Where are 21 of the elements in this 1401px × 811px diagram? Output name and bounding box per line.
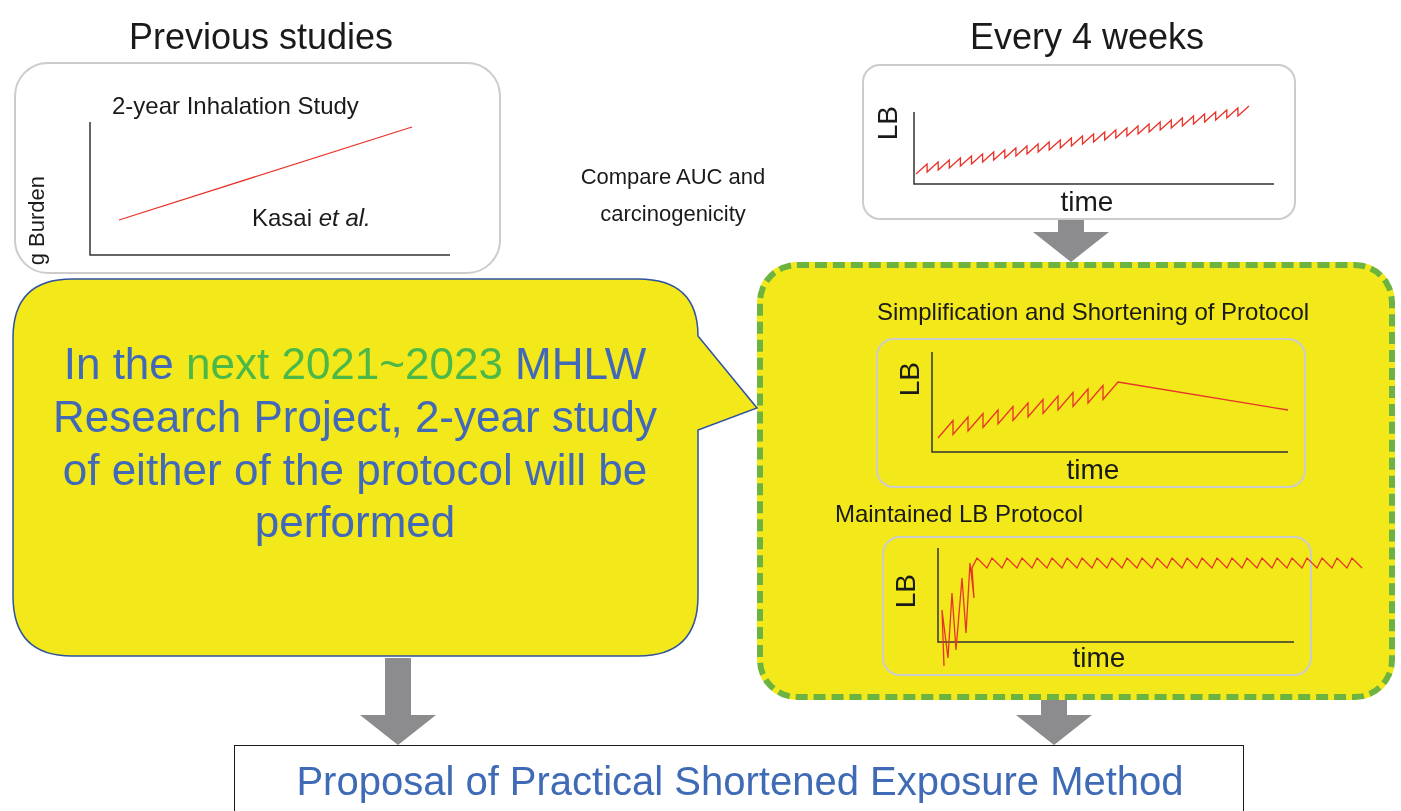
chart-title: Maintained LB Protocol [833, 500, 1085, 528]
callout-text: In the next 2021~2023 MHLW Research Project, 2-year study of either of the protocol will be performed [51, 338, 658, 549]
block-arrow [1016, 700, 1092, 745]
axis-label: time [1065, 454, 1121, 487]
chart-title: 2-year Inhalation Study [112, 92, 359, 120]
axis-label: time [1071, 642, 1127, 675]
section-heading: Every 4 weeks [968, 16, 1206, 58]
block-arrow [360, 658, 436, 745]
axis-label: LB [872, 106, 904, 141]
axis-label: LB [890, 574, 922, 609]
chart-note: Kasai et al. [252, 204, 371, 232]
block-arrow [1033, 220, 1109, 262]
section-heading: Previous studies [127, 16, 395, 58]
axis-label: time [1059, 186, 1115, 219]
result-text: Proposal of Practical Shortened Exposure Method [295, 758, 1185, 804]
result-box [234, 745, 1244, 811]
axis-label: g Burden [24, 176, 50, 266]
chart-title: Simplification and Shortening of Protocol [875, 298, 1311, 326]
axis-label: LB [894, 362, 926, 397]
note-text: Compare AUC and carcinogenicity [579, 163, 767, 229]
dashed-panel [757, 262, 1395, 700]
